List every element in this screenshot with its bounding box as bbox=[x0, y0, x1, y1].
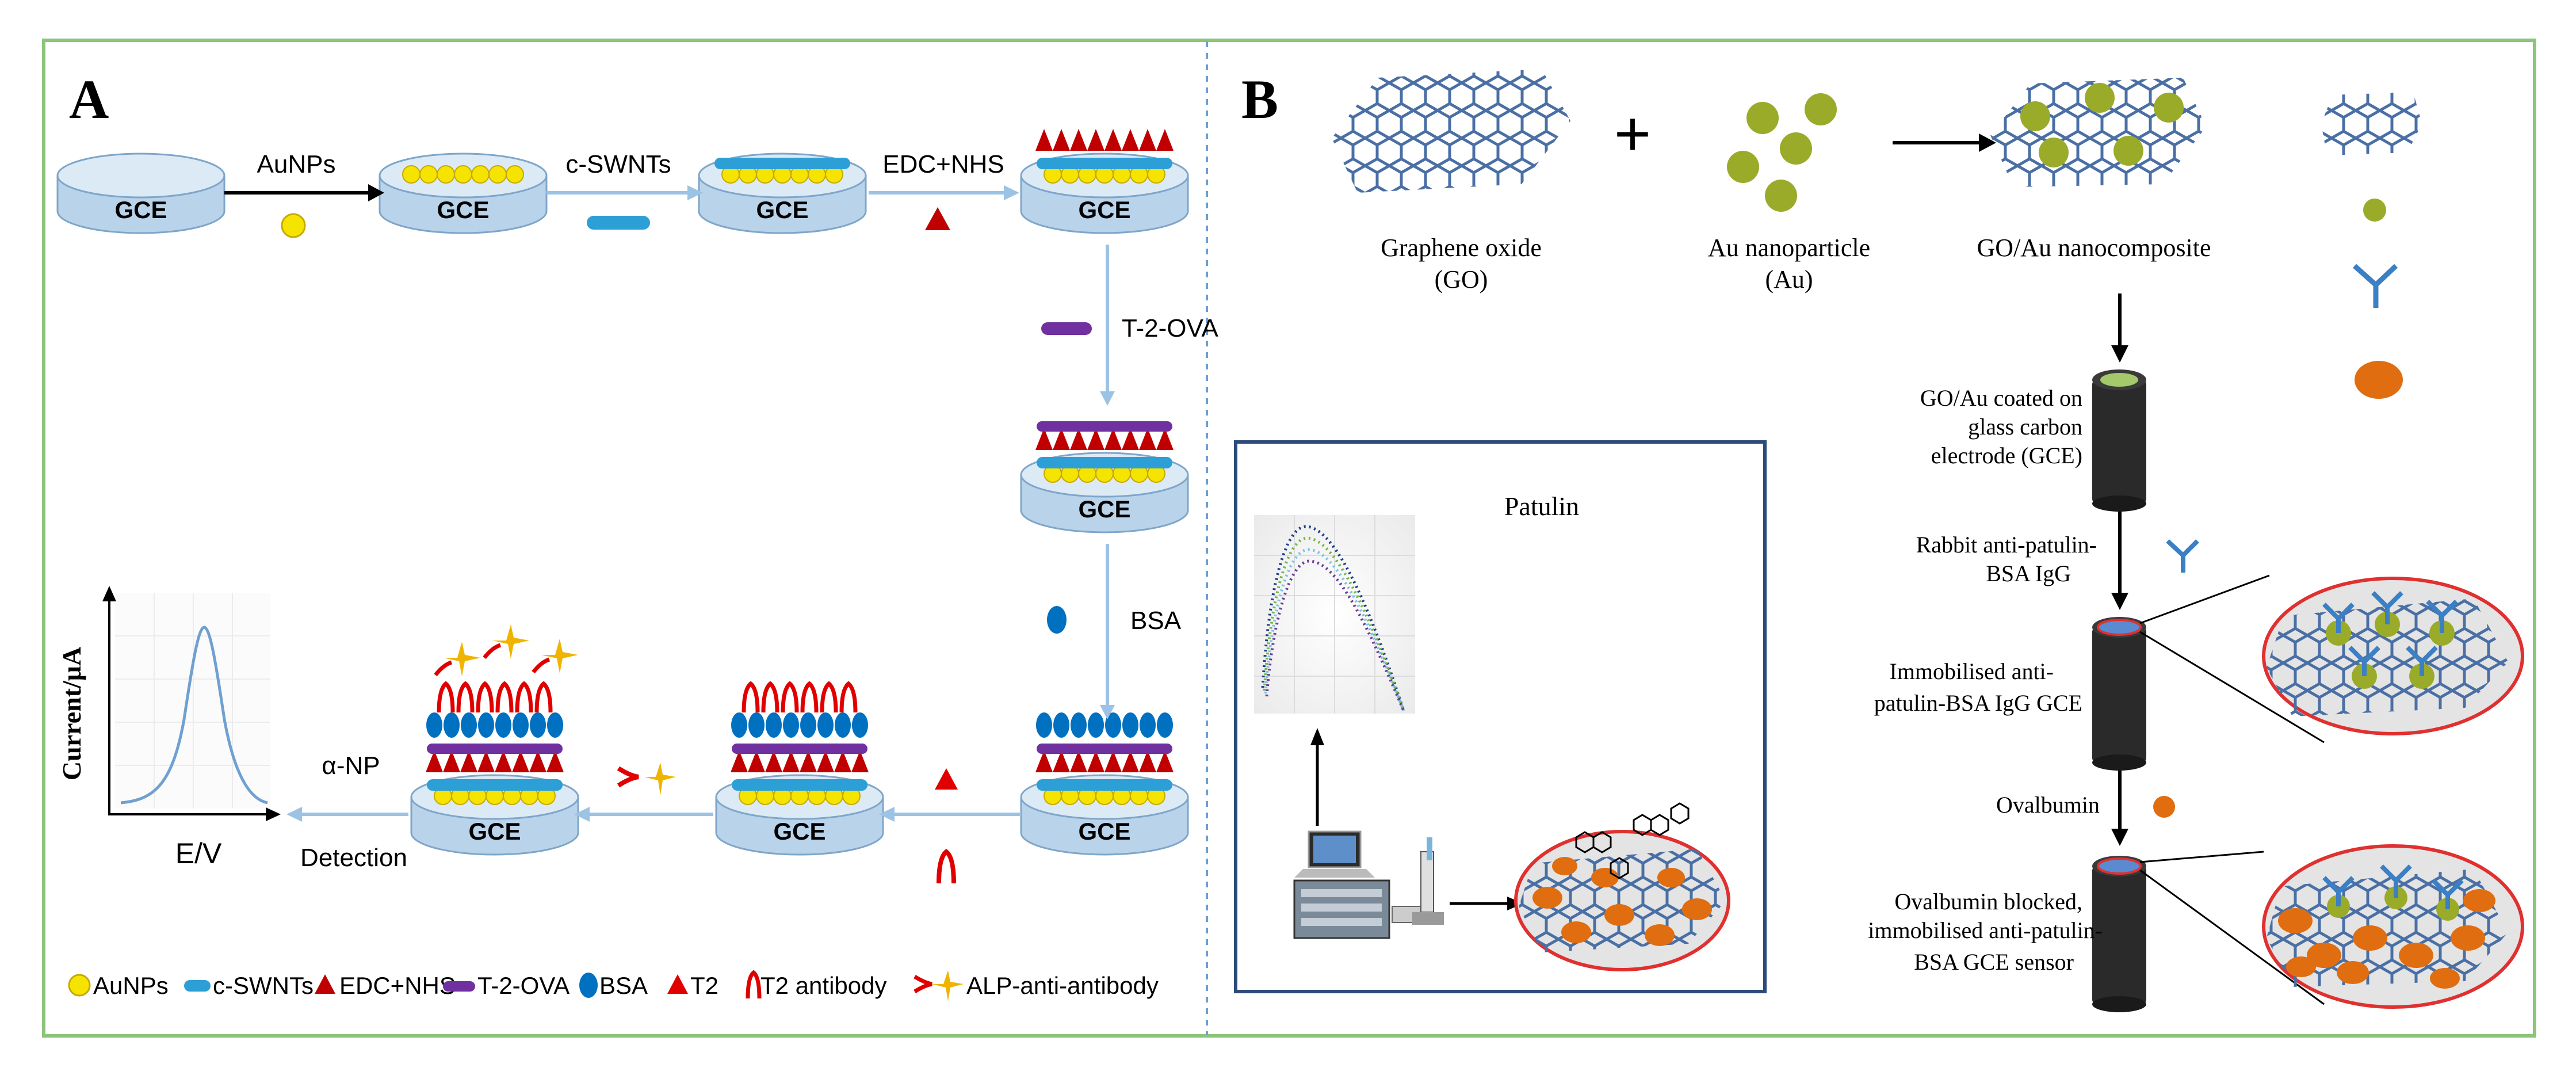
panel-b-letter: B bbox=[1241, 68, 1278, 130]
legend-t2ova-icon bbox=[443, 981, 475, 992]
legend-t2: T2 bbox=[690, 972, 718, 999]
au-nanoparticles bbox=[1727, 93, 1837, 212]
potentiostat-setup bbox=[1293, 830, 1444, 939]
legend-edcnhs-icon bbox=[315, 974, 335, 994]
legend-bsa-icon bbox=[579, 973, 598, 998]
au-label-line2: (Au) bbox=[1765, 265, 1813, 293]
ova-reagent-icon bbox=[1041, 322, 1092, 335]
goau-label: GO/Au nanocomposite bbox=[1977, 234, 2211, 262]
gce-label: GCE bbox=[756, 196, 808, 223]
go-au-nanocomposite-sheet bbox=[1990, 78, 2206, 187]
rabbit-igg-icon bbox=[2166, 539, 2199, 573]
graphene-oxide-sheet bbox=[1332, 69, 1570, 193]
legend-t2-antibody-icon bbox=[746, 970, 762, 999]
legend-alp: ALP-anti-antibody bbox=[966, 972, 1159, 999]
electrode-ova: GCE bbox=[1020, 421, 1189, 533]
coated-label-line3: electrode (GCE) bbox=[1931, 443, 2082, 468]
swnt-reagent-icon bbox=[587, 216, 650, 230]
ovalbumin-label: Ovalbumin bbox=[1996, 792, 2100, 818]
electrode-aunps: GCE bbox=[379, 153, 548, 234]
alp-reagent-icon bbox=[617, 763, 676, 795]
edc-reagent-icon bbox=[925, 207, 950, 230]
legend-t2ova: T-2-OVA bbox=[477, 972, 570, 999]
go-label-line1: Graphene oxide bbox=[1381, 234, 1542, 262]
gce-label: GCE bbox=[114, 196, 167, 223]
legend-edcnhs: EDC+NHS bbox=[339, 972, 456, 999]
coated-electrode bbox=[2092, 369, 2146, 512]
voltammogram-plot bbox=[102, 586, 281, 821]
legend-t2-icon bbox=[667, 974, 688, 994]
coated-label-line1: GO/Au coated on bbox=[1920, 385, 2082, 411]
legend-t2-antibody: T2 antibody bbox=[760, 972, 886, 999]
electrode-swnt: GCE bbox=[698, 153, 867, 234]
legend-aunps: AuNPs bbox=[93, 972, 169, 999]
immob-label-line1: Immobilised anti- bbox=[1889, 658, 2054, 684]
sensor-electrode bbox=[2092, 856, 2146, 1012]
gce-label: GCE bbox=[1078, 495, 1130, 523]
y-axis-label: Current/μA bbox=[57, 647, 86, 780]
electrode-detection: GCE bbox=[410, 624, 579, 856]
panel-a-arrows bbox=[224, 184, 1115, 822]
inset-sensor-surface bbox=[1514, 802, 1730, 971]
blocked-label-line1: Ovalbumin blocked, bbox=[1894, 889, 2082, 914]
patulin-label: Patulin bbox=[1504, 491, 1579, 521]
key-ovalbumin-icon bbox=[2355, 361, 2403, 399]
blocked-label-line2: immobilised anti-patulin- bbox=[1868, 917, 2103, 943]
bsa-reagent-icon bbox=[1047, 606, 1067, 634]
legend-cswnts: c-SWNTs bbox=[213, 972, 314, 999]
panel-b-workflow-arrows bbox=[2111, 293, 2128, 846]
label-bsa-step: BSA bbox=[1130, 607, 1182, 635]
inset-voltammogram bbox=[1254, 515, 1415, 714]
key-au-icon bbox=[2363, 199, 2386, 222]
label-cswnts-step: c-SWNTs bbox=[565, 150, 671, 178]
electrode-bsa: GCE bbox=[1020, 712, 1189, 856]
patulin-molecules bbox=[1575, 802, 1690, 879]
legend-alp-icon bbox=[914, 970, 964, 1001]
legend-aunps-icon bbox=[68, 974, 91, 997]
panel-a-legend: AuNPs c-SWNTs EDC+NHS T-2-OVA BSA T2 T2 … bbox=[68, 970, 1159, 1001]
electrode-bare: GCE bbox=[56, 153, 226, 234]
reaction-arrow bbox=[1893, 134, 1996, 152]
go-label-line2: (GO) bbox=[1435, 265, 1488, 293]
blocked-label-line3: BSA GCE sensor bbox=[1914, 949, 2074, 975]
key-graphene-icon bbox=[2321, 92, 2422, 155]
panel-a-letter: A bbox=[69, 68, 109, 130]
coated-label-line2: glass carbon bbox=[1968, 414, 2082, 440]
label-t2ova-step: T-2-OVA bbox=[1122, 314, 1219, 342]
immobilised-electrode bbox=[2092, 617, 2146, 771]
label-edcnhs-step: EDC+NHS bbox=[882, 150, 1004, 178]
label-aunps-step: AuNPs bbox=[257, 150, 336, 178]
plus-sign: + bbox=[1614, 98, 1651, 169]
rabbit-label-line1: Rabbit anti-patulin- bbox=[1916, 532, 2097, 558]
immob-label-line2: patulin-BSA IgG GCE bbox=[1874, 690, 2082, 716]
electrode-edc: GCE bbox=[1020, 129, 1189, 234]
gce-label: GCE bbox=[1078, 818, 1130, 845]
legend-bsa: BSA bbox=[599, 972, 648, 999]
label-detection-step: Detection bbox=[300, 844, 407, 872]
ovalbumin-reagent-icon bbox=[2153, 796, 2175, 818]
figure-frame bbox=[42, 39, 2536, 1038]
t2-antibody-reagent-icon bbox=[937, 848, 956, 884]
label-anp-step: α-NP bbox=[322, 752, 380, 780]
aunp-reagent-icon bbox=[281, 213, 306, 238]
au-label-line1: Au nanoparticle bbox=[1708, 234, 1870, 262]
gce-label: GCE bbox=[437, 196, 489, 223]
gce-label: GCE bbox=[468, 818, 521, 845]
gce-label: GCE bbox=[1078, 196, 1130, 223]
zoom-immobilised-surface bbox=[2262, 577, 2524, 735]
key-antibody-icon bbox=[2353, 264, 2398, 308]
x-axis-label: E/V bbox=[175, 837, 222, 870]
gce-label: GCE bbox=[773, 818, 825, 845]
electrode-antibody: GCE bbox=[715, 681, 884, 856]
legend-cswnts-icon bbox=[184, 980, 211, 992]
panel-a-electrodes: GCE GCE GCE GCE GCE GCE GCE GCE bbox=[56, 129, 1189, 856]
rabbit-label-line2: BSA IgG bbox=[1986, 561, 2071, 586]
t2-reagent-icon bbox=[935, 768, 958, 790]
zoom-sensor-surface bbox=[2262, 844, 2524, 1009]
